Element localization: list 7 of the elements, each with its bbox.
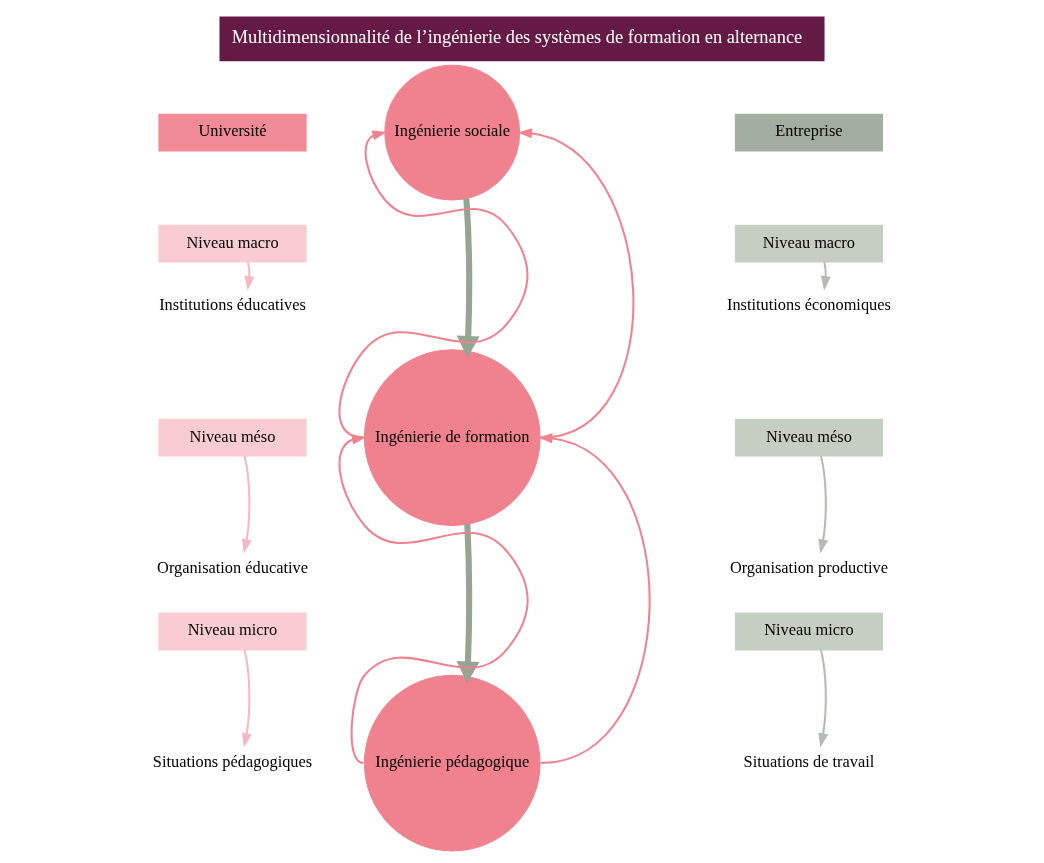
node-text: Organisation éducative <box>157 558 308 578</box>
diagram-title: Multidimensionnalité de l’ingénierie des systèmes de formation en alternance <box>231 27 803 48</box>
node-text: Institutions économiques <box>727 294 891 314</box>
node-text: Situations de travail <box>743 751 875 771</box>
node-text: Organisation productive <box>729 558 888 578</box>
node-text: Institutions éducatives <box>159 294 306 314</box>
node-text: Situations pédagogiques <box>152 751 313 771</box>
